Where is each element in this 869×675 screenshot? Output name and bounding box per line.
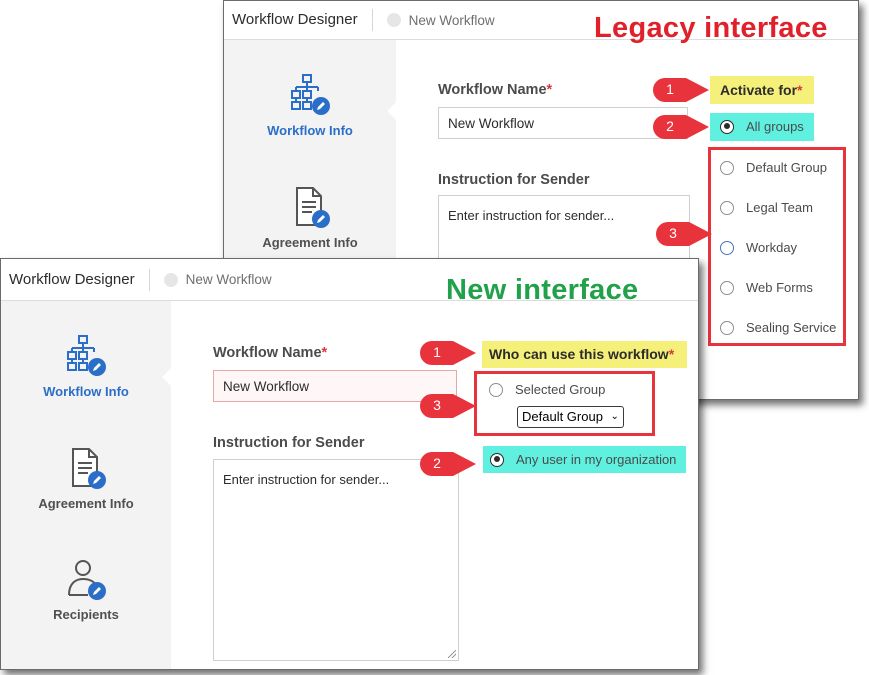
instruction-label: Instruction for Sender [213, 435, 365, 451]
radio-label: Default Group [746, 160, 827, 175]
workflow-diagram-icon [291, 74, 330, 115]
document-edit-icon [296, 187, 330, 228]
radio-group-workday[interactable]: Workday [720, 240, 797, 255]
radio-group-default[interactable]: Default Group [720, 160, 827, 175]
radio-label: Web Forms [746, 280, 813, 295]
radio-group-webforms[interactable]: Web Forms [720, 280, 813, 295]
radio-button[interactable] [720, 280, 734, 295]
radio-button[interactable] [720, 240, 734, 255]
title-bar: Workflow Designer New Workflow [1, 259, 698, 301]
new-window: Workflow Designer New Workflow Workflow … [0, 258, 699, 670]
marker-1-legacy: 1 [652, 77, 710, 103]
app-title: Workflow Designer [224, 9, 373, 31]
sidebar: Workflow Info Agreement Info Rec [1, 301, 171, 669]
selected-group-callout-box [474, 371, 655, 436]
radio-label: All groups [746, 119, 804, 134]
chevron-down-icon: ⌄ [610, 411, 619, 422]
sidebar-item-recipients[interactable]: Recipients [1, 557, 171, 622]
workflow-name-input[interactable]: New Workflow [438, 107, 688, 139]
radio-button[interactable] [720, 200, 734, 215]
group-select[interactable]: Default Group ⌄ [517, 406, 624, 428]
group-select-value: Default Group [522, 409, 603, 424]
marker-3-legacy: 3 [655, 221, 713, 247]
groups-callout-box [708, 147, 846, 346]
sidebar-item-label: Workflow Info [267, 123, 353, 138]
new-interface-label: New interface [446, 274, 639, 306]
workflow-status-label: New Workflow [185, 272, 272, 287]
radio-label: Selected Group [515, 382, 606, 397]
marker-2-legacy: 2 [652, 114, 710, 140]
app-title: Workflow Designer [1, 268, 150, 291]
radio-group-legal[interactable]: Legal Team [720, 200, 813, 215]
instruction-placeholder: Enter instruction for sender... [223, 472, 390, 487]
radio-all-groups[interactable]: All groups [720, 119, 804, 134]
radio-button[interactable] [720, 320, 734, 335]
radio-label: Sealing Service [746, 320, 837, 335]
sidebar-item-label: Recipients [53, 607, 119, 622]
workflow-name-label: Workflow Name* [438, 82, 553, 98]
instruction-textarea[interactable]: Enter instruction for sender... [213, 459, 459, 661]
radio-button-checked[interactable] [490, 452, 504, 467]
radio-any-user[interactable]: Any user in my organization [490, 452, 676, 467]
who-can-use-highlight [482, 341, 687, 368]
recipient-person-icon [68, 560, 106, 600]
document-edit-icon [72, 448, 106, 489]
activate-for-highlight [710, 76, 814, 104]
any-user-highlight [483, 446, 686, 473]
radio-button-checked[interactable] [720, 119, 734, 134]
workflow-status-label: New Workflow [408, 12, 495, 28]
sidebar-item-agreement-info[interactable]: Agreement Info [1, 446, 171, 511]
workflow-diagram-icon [67, 335, 106, 376]
activate-for-label: Activate for* [720, 82, 803, 98]
workflow-name-input[interactable]: New Workflow [213, 370, 457, 402]
instruction-label: Instruction for Sender [438, 172, 590, 188]
radio-button[interactable] [720, 160, 734, 175]
status-dot-icon [386, 13, 401, 27]
sidebar-item-workflow-info[interactable]: Workflow Info [224, 73, 396, 138]
marker-2-new: 2 [419, 451, 477, 477]
sidebar-item-label: Workflow Info [43, 384, 129, 399]
workflow-status: New Workflow [386, 12, 495, 28]
who-can-use-label: Who can use this workflow* [489, 346, 675, 362]
sidebar-item-label: Agreement Info [262, 235, 358, 250]
radio-label: Any user in my organization [516, 452, 677, 467]
workflow-status: New Workflow [163, 272, 272, 287]
legacy-interface-label: Legacy interface [594, 12, 828, 44]
marker-1-new: 1 [419, 340, 477, 366]
radio-group-sealing[interactable]: Sealing Service [720, 320, 836, 335]
workflow-name-label: Workflow Name* [213, 345, 328, 361]
resize-grip-icon[interactable] [448, 650, 456, 658]
sidebar-item-agreement-info[interactable]: Agreement Info [224, 185, 396, 250]
sidebar-item-workflow-info[interactable]: Workflow Info [1, 334, 171, 399]
title-bar: Workflow Designer New Workflow [224, 1, 858, 40]
radio-button[interactable] [489, 382, 503, 397]
marker-3-new: 3 [419, 393, 477, 419]
radio-label: Workday [746, 240, 798, 255]
radio-label: Legal Team [746, 200, 813, 215]
radio-selected-group[interactable]: Selected Group [489, 382, 605, 397]
sidebar-item-label: Agreement Info [38, 496, 134, 511]
status-dot-icon [163, 272, 178, 287]
